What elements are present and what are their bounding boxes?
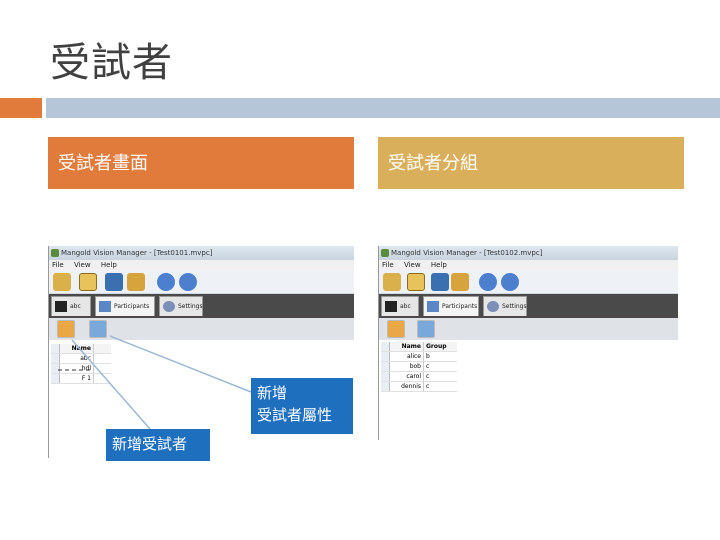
tab-label: Settings bbox=[502, 303, 527, 310]
tab-label: Settings bbox=[178, 303, 203, 310]
accent-bar-orange bbox=[0, 98, 42, 118]
add-participant-icon[interactable] bbox=[57, 320, 75, 338]
main-toolbar bbox=[49, 270, 354, 294]
column-header-name[interactable]: Name bbox=[60, 344, 94, 353]
add-attribute-icon[interactable] bbox=[417, 320, 435, 338]
cell-group[interactable]: b bbox=[426, 353, 430, 360]
menu-help[interactable]: Help bbox=[100, 261, 117, 269]
tab-settings[interactable]: Settings bbox=[483, 296, 527, 316]
app-icon bbox=[51, 249, 59, 257]
participants-toolbar bbox=[379, 318, 678, 340]
participants-icon bbox=[99, 301, 111, 312]
menu-bar: File View Help bbox=[379, 260, 678, 270]
menu-file[interactable]: File bbox=[382, 261, 394, 269]
window-titlebar: Mangold Vision Manager - [Test0101.mvpc] bbox=[49, 246, 354, 260]
cell-name[interactable]: abc bbox=[60, 354, 94, 363]
participant-group-grid: Name Group alice b bob c carol c dennis … bbox=[381, 342, 457, 392]
participant-screen-header: 受試者畫面 bbox=[48, 137, 354, 189]
export-icon[interactable] bbox=[127, 273, 145, 291]
table-row[interactable]: abc bbox=[51, 354, 111, 364]
cell-name[interactable]: dennis bbox=[390, 382, 424, 391]
grid-header-row: Name bbox=[51, 344, 111, 354]
tag-icon bbox=[55, 301, 67, 312]
menu-view[interactable]: View bbox=[73, 261, 91, 269]
cell-group[interactable]: c bbox=[426, 363, 430, 370]
add-attribute-callout: 新增 受試者屬性 bbox=[251, 378, 353, 434]
tab-label: abc bbox=[70, 303, 81, 310]
right-app-window: Mangold Vision Manager - [Test0102.mvpc]… bbox=[378, 246, 678, 440]
add-participant-callout: 新增受試者 bbox=[106, 429, 210, 461]
new-project-icon[interactable] bbox=[383, 273, 401, 291]
help-icon[interactable] bbox=[157, 273, 175, 291]
app-icon bbox=[381, 249, 389, 257]
save-icon[interactable] bbox=[431, 273, 449, 291]
participants-icon bbox=[427, 301, 439, 312]
participant-grouping-header: 受試者分組 bbox=[378, 137, 684, 189]
help-icon[interactable] bbox=[479, 273, 497, 291]
info-icon[interactable] bbox=[501, 273, 519, 291]
window-titlebar: Mangold Vision Manager - [Test0102.mvpc] bbox=[379, 246, 678, 260]
cell-name[interactable]: alice bbox=[390, 352, 424, 361]
add-attribute-icon[interactable] bbox=[89, 320, 107, 338]
save-icon[interactable] bbox=[105, 273, 123, 291]
table-row[interactable]: carol c bbox=[381, 372, 457, 382]
tab-participants[interactable]: Participants bbox=[423, 296, 479, 316]
table-row[interactable]: F 1 bbox=[51, 374, 111, 384]
cell-group[interactable]: c bbox=[426, 373, 430, 380]
callout-line1: 新增 bbox=[257, 384, 288, 402]
tab-strip: abc Participants Settings bbox=[379, 294, 678, 318]
table-row[interactable]: dennis c bbox=[381, 382, 457, 392]
settings-icon bbox=[163, 301, 175, 312]
grid-header-row: Name Group bbox=[381, 342, 457, 352]
connector-attribute bbox=[109, 335, 252, 393]
tab-abc[interactable]: abc bbox=[381, 296, 419, 316]
menu-bar: File View Help bbox=[49, 260, 354, 270]
open-folder-icon[interactable] bbox=[79, 273, 97, 291]
tab-settings[interactable]: Settings bbox=[159, 296, 203, 316]
table-row[interactable]: alice b bbox=[381, 352, 457, 362]
menu-file[interactable]: File bbox=[52, 261, 64, 269]
table-row[interactable]: hdl bbox=[51, 364, 111, 374]
tab-label: Participants bbox=[442, 303, 478, 310]
menu-view[interactable]: View bbox=[403, 261, 421, 269]
accent-bar-blue bbox=[46, 98, 720, 118]
cell-name[interactable]: bob bbox=[390, 362, 424, 371]
column-header-group[interactable]: Group bbox=[426, 343, 447, 350]
connector-add bbox=[71, 339, 151, 430]
export-icon[interactable] bbox=[451, 273, 469, 291]
cell-group[interactable]: c bbox=[426, 383, 430, 390]
tab-participants[interactable]: Participants bbox=[95, 296, 155, 316]
cell-name[interactable]: carol bbox=[390, 372, 424, 381]
settings-icon bbox=[487, 301, 499, 312]
window-title: Mangold Vision Manager - [Test0101.mvpc] bbox=[61, 249, 213, 257]
callout-line2: 受試者屬性 bbox=[257, 406, 333, 424]
tab-label: abc bbox=[400, 303, 411, 310]
column-header-name[interactable]: Name bbox=[390, 342, 424, 351]
tag-icon bbox=[385, 301, 397, 312]
participants-toolbar bbox=[49, 318, 354, 340]
tab-strip: abc Participants Settings bbox=[49, 294, 354, 318]
new-project-icon[interactable] bbox=[53, 273, 71, 291]
info-icon[interactable] bbox=[179, 273, 197, 291]
window-title: Mangold Vision Manager - [Test0102.mvpc] bbox=[391, 249, 543, 257]
tab-abc[interactable]: abc bbox=[51, 296, 91, 316]
slide-title: 受試者 bbox=[50, 40, 173, 86]
cell-name[interactable]: F 1 bbox=[60, 374, 94, 383]
table-row[interactable]: bob c bbox=[381, 362, 457, 372]
add-participant-icon[interactable] bbox=[387, 320, 405, 338]
tab-label: Participants bbox=[114, 303, 150, 310]
left-app-window: Mangold Vision Manager - [Test0101.mvpc]… bbox=[48, 246, 354, 458]
main-toolbar bbox=[379, 270, 678, 294]
menu-help[interactable]: Help bbox=[430, 261, 447, 269]
open-folder-icon[interactable] bbox=[407, 273, 425, 291]
cell-name[interactable]: hdl bbox=[60, 364, 94, 373]
